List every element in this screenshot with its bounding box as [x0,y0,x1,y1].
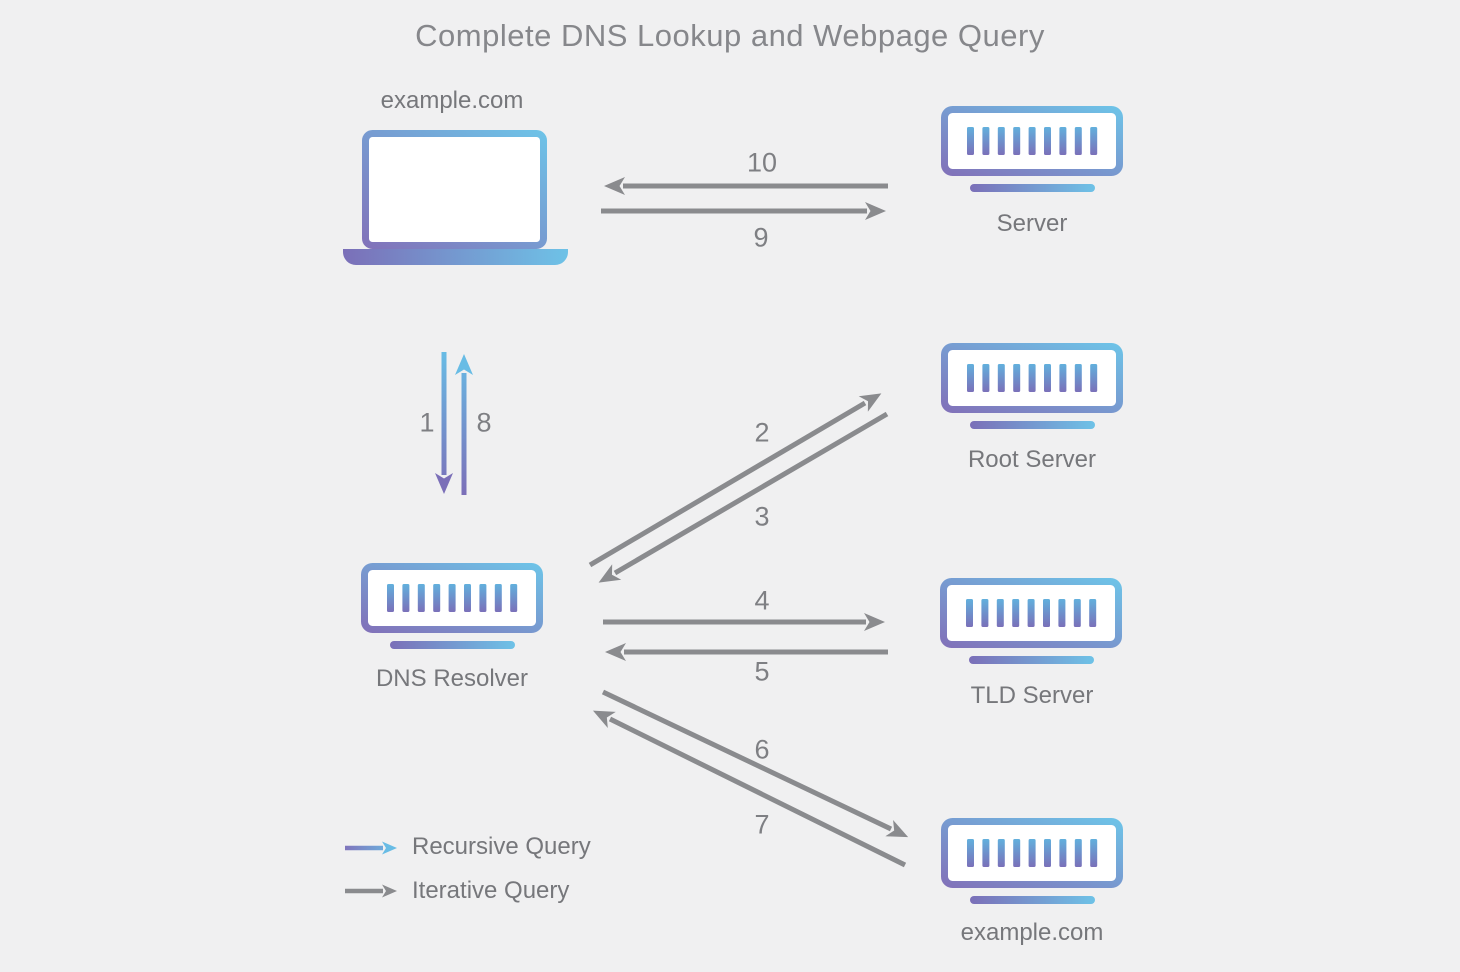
arrow-step3 [598,411,889,583]
step-6-number: 6 [754,734,770,765]
legend-recursive-label: Recursive Query [412,833,591,860]
arrow-step2 [588,393,882,568]
step-4-number: 4 [754,585,770,616]
step-9-number: 9 [753,222,769,253]
web-server-label: Server [996,210,1068,237]
step-7-number: 7 [754,809,770,840]
dns-resolver-label: DNS Resolver [375,665,529,692]
dns-resolver-icon [365,567,540,650]
authoritative-server-icon [945,822,1120,905]
step-3-number: 3 [754,501,770,532]
root-server-icon [945,347,1120,430]
laptop-icon [343,130,568,265]
step-10-number: 10 [746,147,778,178]
step-1-number: 1 [419,407,435,438]
web-server-icon [945,110,1120,193]
legend-iterative-label: Iterative Query [412,877,570,904]
authoritative-server-label: example.com [960,919,1104,946]
tld-server-icon [944,582,1119,665]
page-title: Complete DNS Lookup and Webpage Query [415,18,1045,53]
step-2-number: 2 [754,417,770,448]
step-8-number: 8 [476,407,492,438]
tld-server-label: TLD Server [970,682,1094,709]
arrow-step7 [592,710,907,868]
client-label: example.com [380,87,524,114]
step-5-number: 5 [754,656,770,687]
root-server-label: Root Server [967,446,1097,473]
arrow-step6 [601,689,909,838]
